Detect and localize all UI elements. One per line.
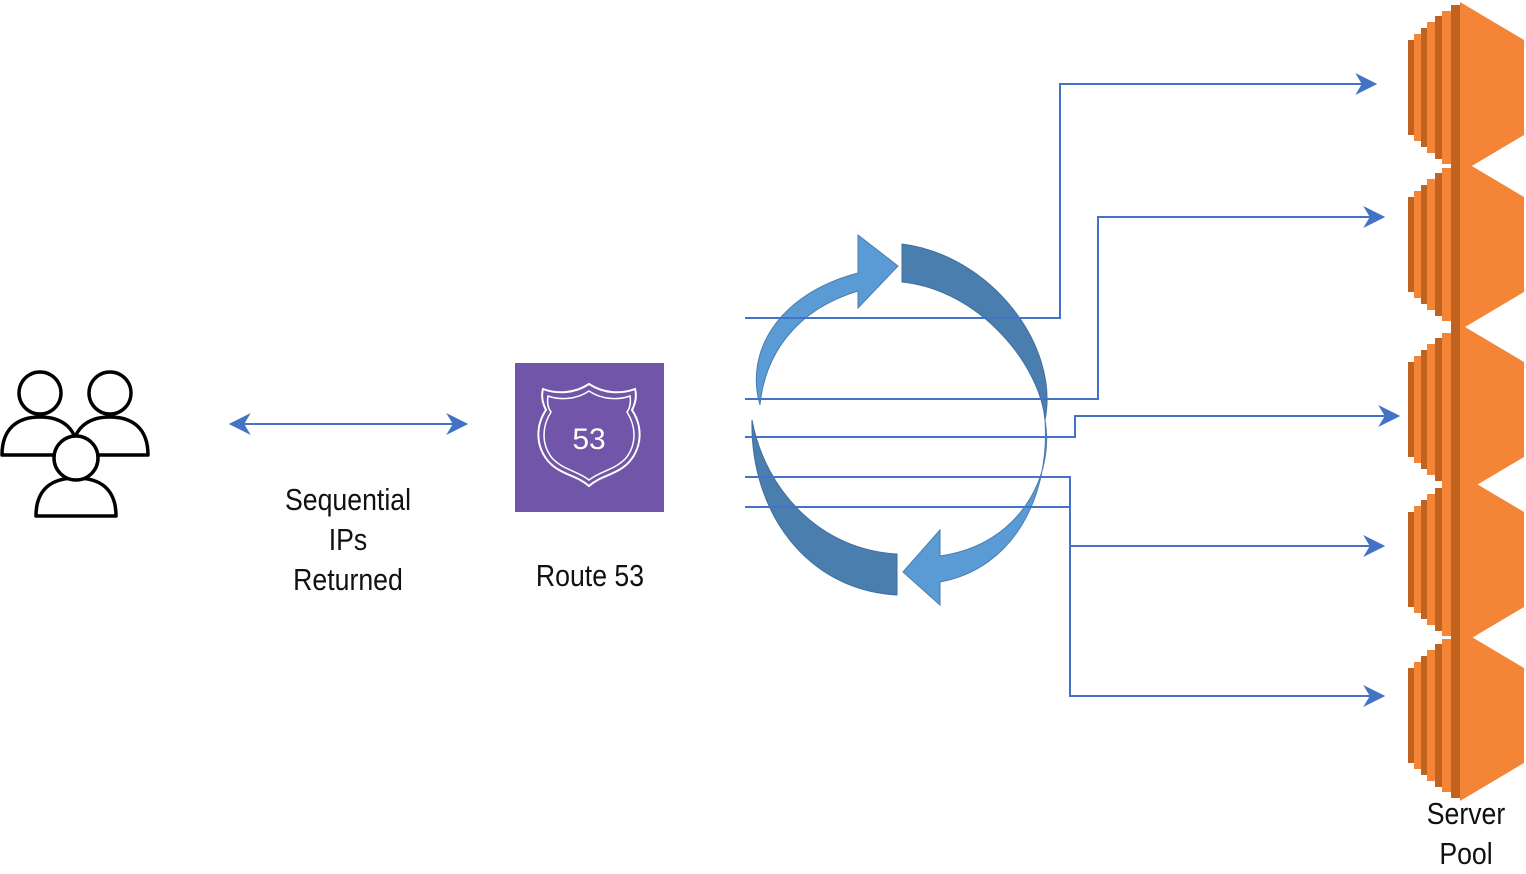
route53-badge-text: 53 (572, 423, 605, 456)
connector-lines (745, 73, 1401, 707)
ec2-server-icon (1408, 630, 1524, 801)
ec2-server-icon (1408, 474, 1524, 645)
connector-line-1 (745, 73, 1378, 319)
ec2-server-icon (1408, 2, 1524, 173)
connector-line-3 (745, 405, 1401, 438)
connector-line-5 (745, 506, 1386, 707)
ec2-server-icon (1408, 159, 1524, 330)
round-robin-cycle-icon (751, 233, 1048, 607)
connector-line-4 (745, 476, 1386, 557)
sequential-ips-label: Sequential IPs Returned (284, 482, 411, 597)
connector-line-2 (745, 206, 1386, 400)
server-pool-label: Server Pool (1426, 796, 1506, 871)
users-group-icon (0, 370, 150, 518)
ec2-server-icon (1408, 324, 1524, 495)
route53-shield-icon: 53 (515, 363, 664, 512)
route53-label: Route 53 (535, 558, 645, 593)
